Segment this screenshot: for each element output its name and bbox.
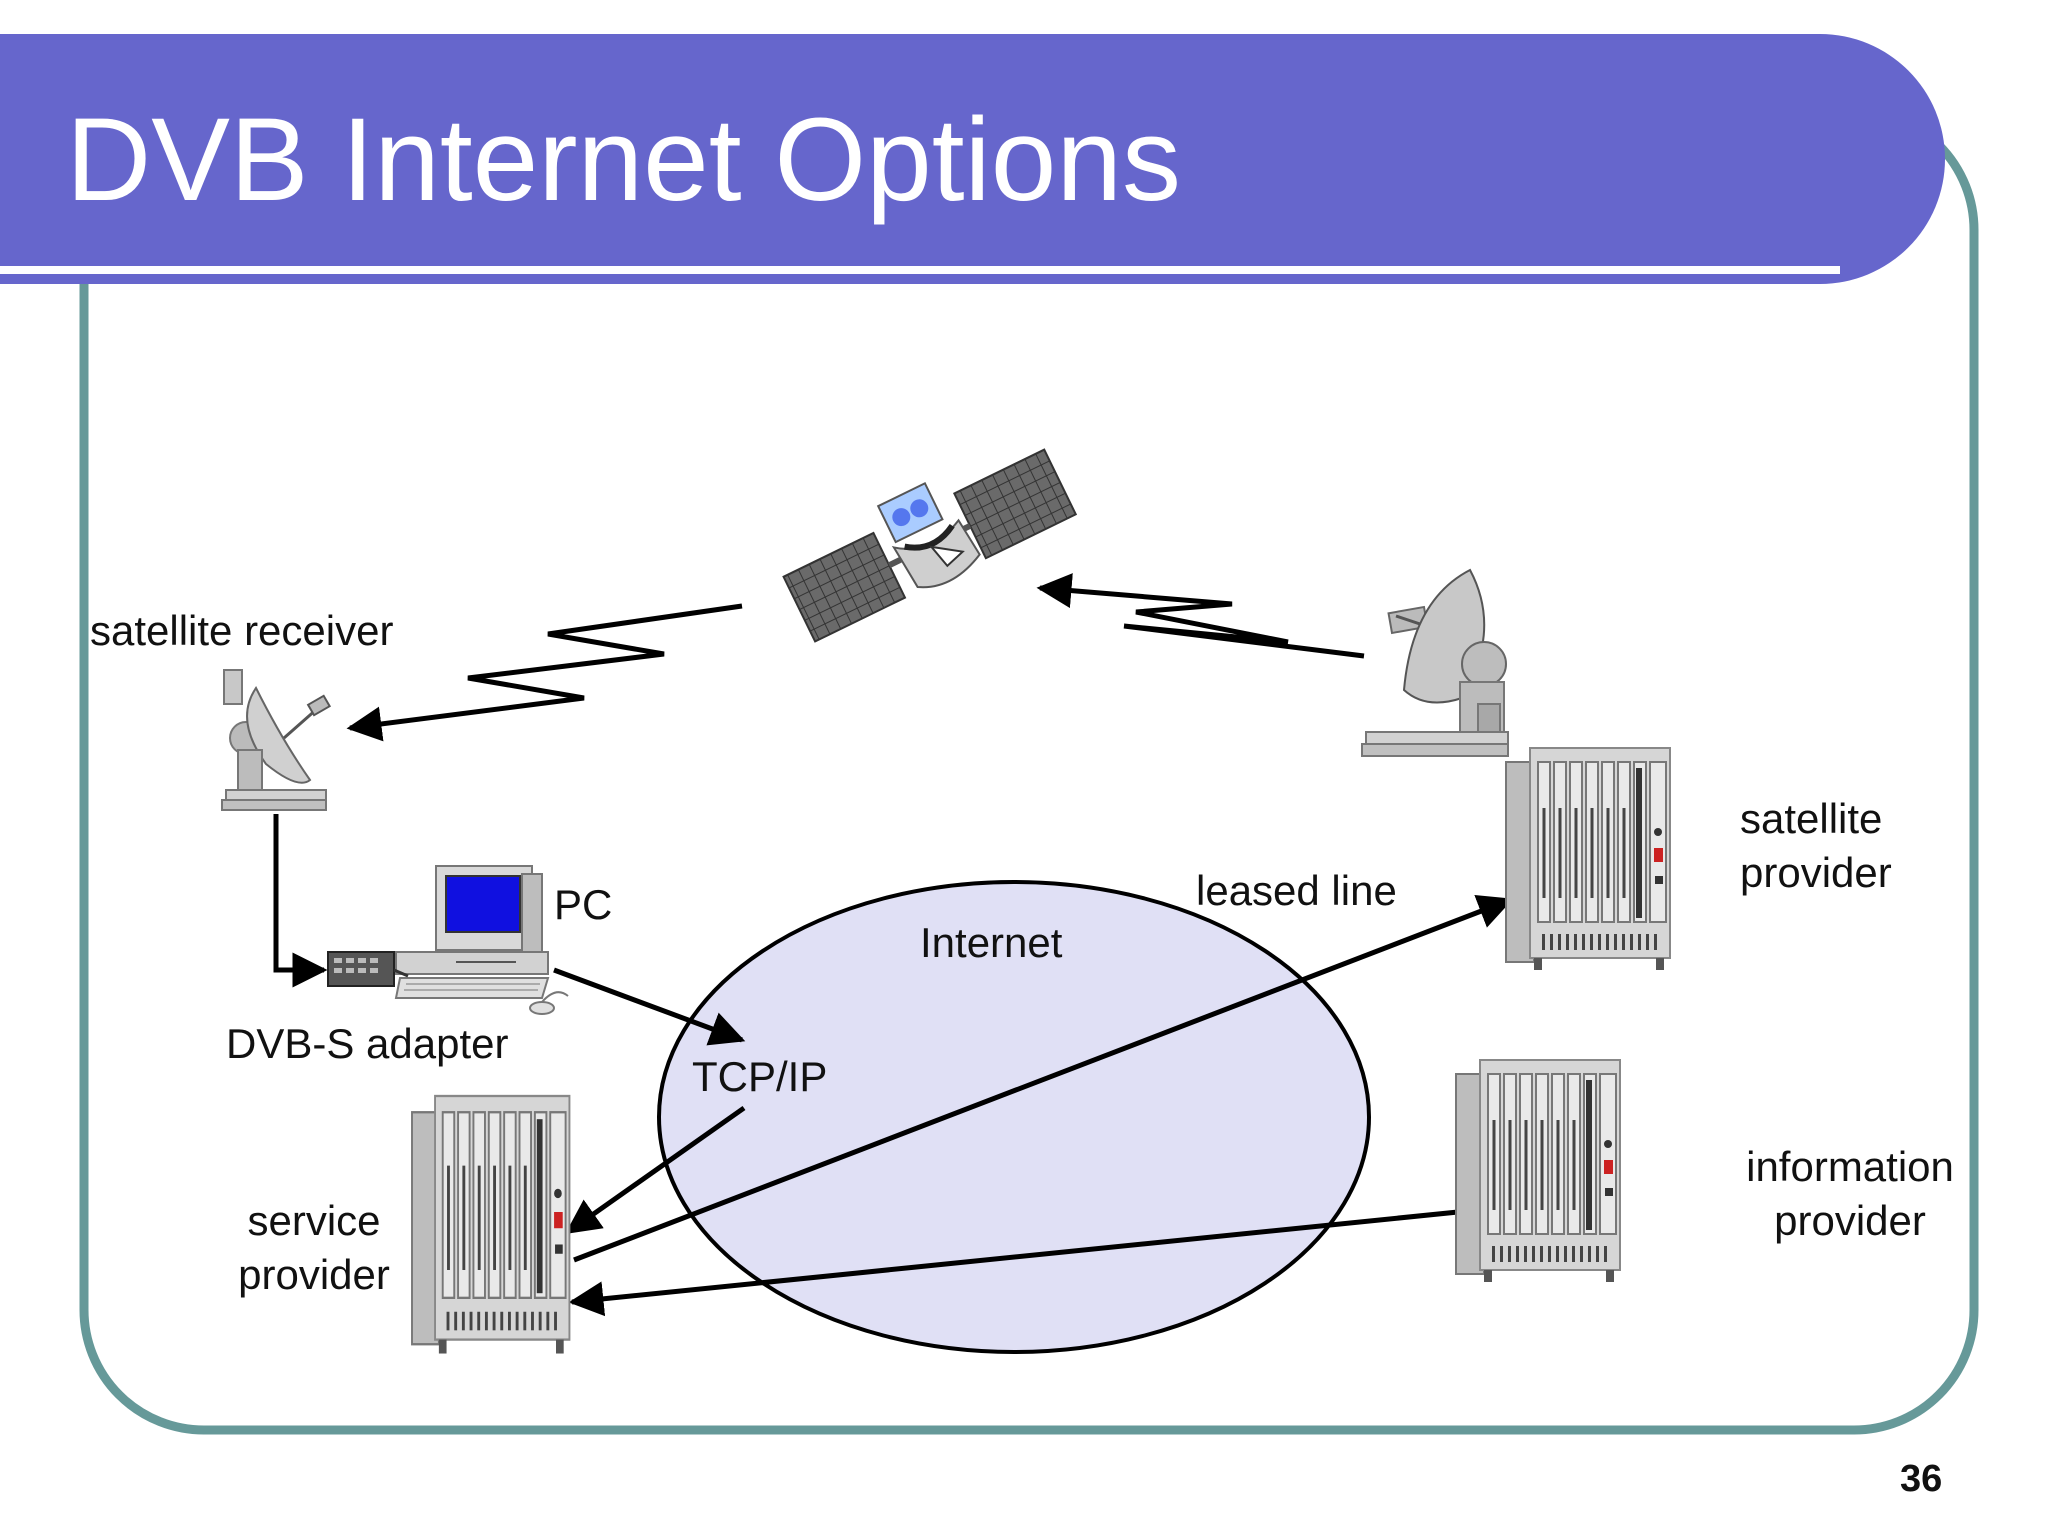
title-band [0, 34, 1945, 284]
desktop-computer-icon [394, 865, 569, 1015]
pc-screen [445, 875, 521, 933]
dvb-adapter-icon [327, 951, 409, 987]
leased-line-label: leased line [1196, 867, 1397, 914]
server-rack-icon [1454, 1058, 1622, 1284]
receiver-to-adapter-line [273, 814, 328, 988]
satellite-icon [782, 448, 1078, 643]
satellite-receiver-label: satellite receiver [90, 607, 394, 654]
internet-label: Internet [920, 919, 1063, 966]
satellite-provider-label-line2: provider [1740, 849, 1892, 896]
tcpip-to-service-provider-line [565, 1105, 746, 1235]
satellite-dish-icon [1361, 568, 1509, 757]
information-provider-label-line2: provider [1774, 1197, 1926, 1244]
satellite-provider-label: satellite provider [1740, 792, 1892, 900]
server-rack-icon [1504, 746, 1672, 972]
information-to-service-provider-line [568, 1209, 1459, 1317]
satellite-provider-label-line1: satellite [1740, 795, 1883, 842]
service-provider-label-line2: provider [238, 1251, 390, 1298]
page-number: 36 [1900, 1458, 1943, 1500]
title-underline [0, 266, 1840, 274]
service-provider-label: service provider [214, 1194, 414, 1302]
pc-to-tcpip-line [553, 967, 746, 1046]
satellite-right-panel [952, 448, 1078, 560]
information-provider-label: information provider [1732, 1140, 1968, 1248]
uplink-signal [1036, 573, 1365, 659]
information-provider-label-line1: information [1746, 1143, 1954, 1190]
tcp-ip-label: TCP/IP [692, 1053, 828, 1100]
downlink-signal [346, 603, 743, 742]
slide-title: DVB Internet Options [66, 94, 1182, 226]
satellite-dish-icon [221, 669, 332, 811]
leased-line-link [573, 894, 1514, 1263]
pc-label: PC [554, 881, 613, 928]
dvb-s-adapter-label: DVB-S adapter [226, 1020, 509, 1067]
keyboard [394, 977, 550, 999]
internet-cloud [657, 880, 1371, 1354]
service-provider-label-line1: service [247, 1197, 381, 1244]
server-rack-icon [410, 1094, 572, 1356]
